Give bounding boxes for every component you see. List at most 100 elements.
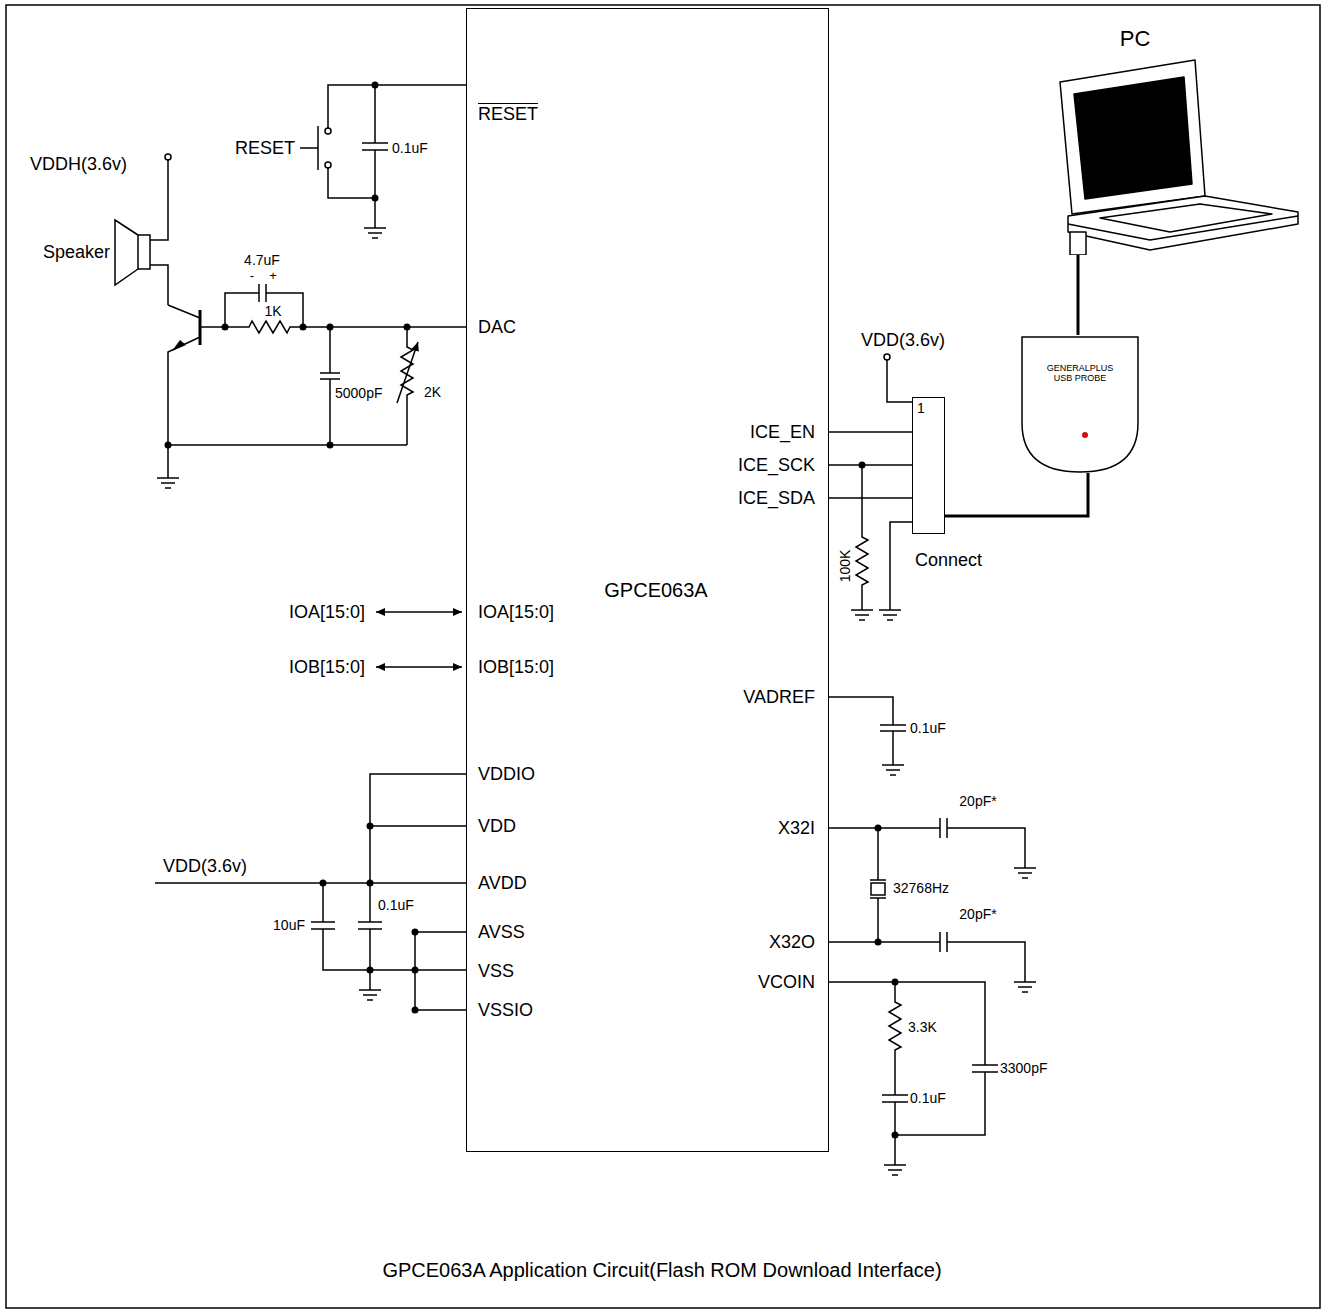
speaker-driver-stroke — [157, 478, 179, 488]
vcoin-filter — [829, 979, 998, 1176]
laptop-part — [1068, 196, 1298, 250]
reference-and-oscillator-stroke — [882, 765, 904, 775]
probe-led — [1082, 432, 1088, 438]
resistor-value: 100K — [838, 550, 852, 583]
reset-circuit-stroke — [325, 162, 331, 168]
ice-interface-stroke — [879, 610, 901, 620]
capacitor-value: 0.1uF — [392, 141, 428, 155]
power-supply-stroke-stroke — [412, 967, 419, 974]
bus-name: IOA[15:0] — [289, 603, 365, 621]
power-supply-stroke-stroke — [367, 967, 374, 974]
signal-wire — [829, 431, 912, 433]
pin-name: AVSS — [478, 923, 525, 941]
pin-name: DAC — [478, 318, 516, 336]
power-supply-stroke — [155, 774, 466, 1010]
node-title: GENERALPLUS USB PROBE — [1038, 363, 1122, 384]
usb-probe-outline — [1018, 335, 1142, 475]
resistor-value: 3.3K — [908, 1020, 937, 1034]
node-caption: Connect — [915, 550, 982, 571]
probe-body — [1022, 337, 1138, 472]
resistor-value: 2K — [424, 385, 441, 399]
switch-label: RESET — [235, 139, 295, 157]
reset-circuit-stroke — [328, 85, 466, 228]
pin-name: ICE_EN — [750, 423, 815, 441]
speaker-driver-stroke — [265, 284, 267, 302]
speaker-driver-stroke — [165, 154, 171, 160]
speaker-driver-stroke — [172, 340, 186, 351]
ice-interface-stroke — [856, 465, 868, 610]
node-title: GPCE063A — [604, 579, 707, 602]
capacitor-value: 4.7uF — [244, 253, 280, 267]
speaker-driver-stroke-stroke — [165, 442, 172, 449]
polarity-mark: - — [250, 269, 254, 282]
reference-and-oscillator-stroke-stroke — [875, 939, 882, 946]
power-supply-stroke — [311, 921, 335, 923]
power-supply-stroke — [359, 990, 381, 1000]
reset-circuit-stroke — [364, 228, 386, 238]
speaker-driver-stroke — [165, 324, 411, 449]
reference-and-oscillator-stroke — [875, 825, 882, 946]
reset-circuit-stroke-stroke — [372, 195, 379, 202]
power-supply-stroke-stroke — [367, 880, 374, 887]
signal-wire — [829, 497, 912, 499]
reset-circuit-stroke — [325, 128, 331, 134]
io-bus-arrows — [376, 612, 462, 667]
speaker-label: Speaker — [43, 243, 110, 261]
laptop-part — [1060, 60, 1205, 214]
speaker-driver-stroke — [150, 160, 168, 305]
speaker-driver-stroke-stroke — [327, 442, 334, 449]
reset-circuit-stroke — [362, 149, 388, 151]
speaker-driver-stroke-stroke — [327, 324, 334, 331]
laptop-part — [1074, 77, 1192, 199]
speaker-driver-stroke-stroke — [404, 324, 411, 331]
ice-interface-stroke — [890, 522, 912, 610]
reset-circuit — [300, 82, 466, 239]
pin-name: VCOIN — [758, 973, 815, 991]
bus-name: IOB[15:0] — [289, 658, 365, 676]
laptop-part — [1100, 204, 1272, 232]
power-supply-stroke — [320, 823, 419, 1014]
pin-name: VADREF — [743, 688, 815, 706]
pin-name: ICE_SCK — [738, 456, 815, 474]
vcoin-filter-stroke — [892, 979, 899, 1139]
outer-frame — [6, 5, 1320, 1308]
pin-name: AVDD — [478, 874, 527, 892]
supply-label: VDDH(3.6v) — [30, 155, 127, 173]
usb-cable — [1077, 255, 1080, 335]
ice-interface — [851, 354, 912, 620]
pin-name: VSS — [478, 962, 514, 980]
ice-interface-stroke — [887, 360, 912, 402]
pc-laptop-outline — [1030, 20, 1310, 255]
ice-interface-stroke — [851, 610, 873, 620]
capacitor-value: 0.1uF — [910, 1091, 946, 1105]
vcoin-filter-stroke-stroke — [892, 979, 899, 986]
speaker-driver-stroke — [168, 305, 200, 478]
vcoin-filter-stroke-stroke — [892, 1132, 899, 1139]
io-bus-arrows-stroke — [376, 666, 462, 668]
node-title: 1 — [917, 400, 925, 416]
power-supply-stroke-stroke — [412, 1007, 419, 1014]
power-supply-stroke-stroke — [367, 823, 374, 830]
speaker-driver-stroke — [138, 235, 150, 269]
vcoin-filter-stroke — [884, 1165, 906, 1175]
reference-and-oscillator-stroke — [829, 818, 1025, 868]
capacitor-value: 0.1uF — [378, 898, 414, 912]
connector-header: 1Connect — [912, 397, 945, 534]
resistor-value: 1K — [264, 304, 281, 318]
pin-name: RESET — [478, 105, 538, 123]
io-bus-arrows-stroke — [376, 611, 462, 613]
pin-name: VSSIO — [478, 1001, 533, 1019]
capacitor-value: 0.1uF — [910, 721, 946, 735]
supply-label: VDD(3.6v) — [163, 857, 247, 875]
reference-and-oscillator-stroke — [871, 883, 885, 895]
capacitor-value: 20pF* — [959, 794, 996, 808]
capacitor-value: 10uF — [273, 918, 305, 932]
usb-probe: GENERALPLUS USB PROBE — [1018, 335, 1142, 475]
speaker-driver-stroke — [225, 293, 303, 327]
capacitor-value: 5000pF — [335, 386, 382, 400]
pin-name: IOB[15:0] — [478, 658, 554, 676]
vcoin-filter-stroke — [882, 982, 908, 1165]
power-supply-stroke — [358, 921, 382, 923]
reference-and-oscillator-stroke — [1014, 982, 1036, 992]
